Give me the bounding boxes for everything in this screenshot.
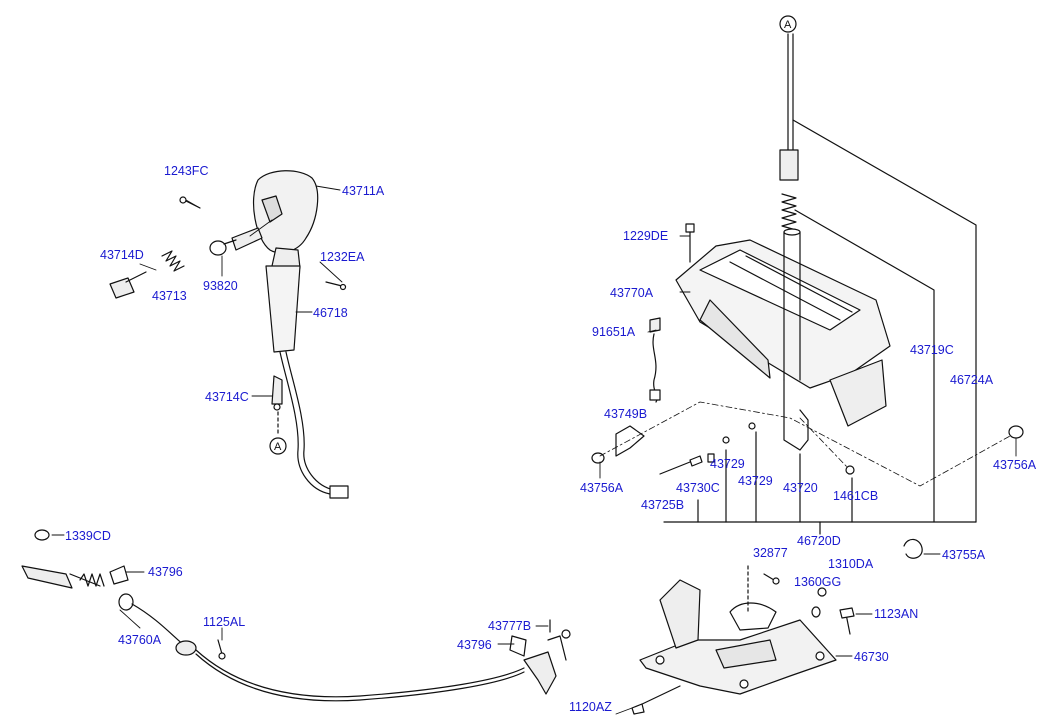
part-label: 1360GG [794,575,842,589]
part-label: 1123AN [874,607,919,621]
base-bracket-assembly [631,538,923,715]
part-label: 43730C [676,481,720,495]
part-label: 43760A [118,633,162,647]
part-label: 93820 [203,279,238,293]
part-label: 43756A [993,458,1037,472]
part-label: 43714C [205,390,249,404]
part-label: 43770A [610,286,654,300]
part-label: 46724A [950,373,994,387]
part-label: 43719C [910,343,954,357]
part-label: 46730 [854,650,889,664]
part-label: 1461CB [833,489,879,503]
part-label: 43729 [710,457,745,471]
part-label: 43725B [641,498,685,512]
reference-marks [269,15,797,455]
part-label: 43729 [738,474,773,488]
part-label: 43755A [942,548,986,562]
part-label: 43777B [488,619,532,633]
part-label: 1232EA [320,250,365,264]
part-label: 43714D [100,248,144,262]
part-label: 1125AL [203,615,246,629]
part-label: 1229DE [623,229,669,243]
part-label: 1243FC [164,164,209,178]
part-label: 46718 [313,306,348,320]
part-label: 43720 [783,481,818,495]
ref-mark-bottom [269,437,287,455]
part-label: 1310DA [828,557,874,571]
part-label: 32877 [753,546,788,560]
ref-mark-bottom-letter: A [274,441,282,453]
part-label: 46720D [797,534,841,548]
part-label: 43756A [580,481,624,495]
part-label: 43749B [604,407,648,421]
part-label: 43796 [457,638,492,652]
ref-mark-top-letter: A [784,19,792,31]
ref-mark-top [779,15,797,33]
cable-assembly [21,529,571,702]
part-label: 1120AZ [569,700,612,714]
shift-knob-assembly [109,170,349,499]
part-label: 1339CD [65,529,111,543]
part-label: 43796 [148,565,183,579]
part-label: 43711A [342,184,385,198]
part-label: 43713 [152,289,187,303]
shift-lever-assembly [591,33,1024,535]
part-label: 91651A [592,325,636,339]
leader-lines [51,185,1017,715]
